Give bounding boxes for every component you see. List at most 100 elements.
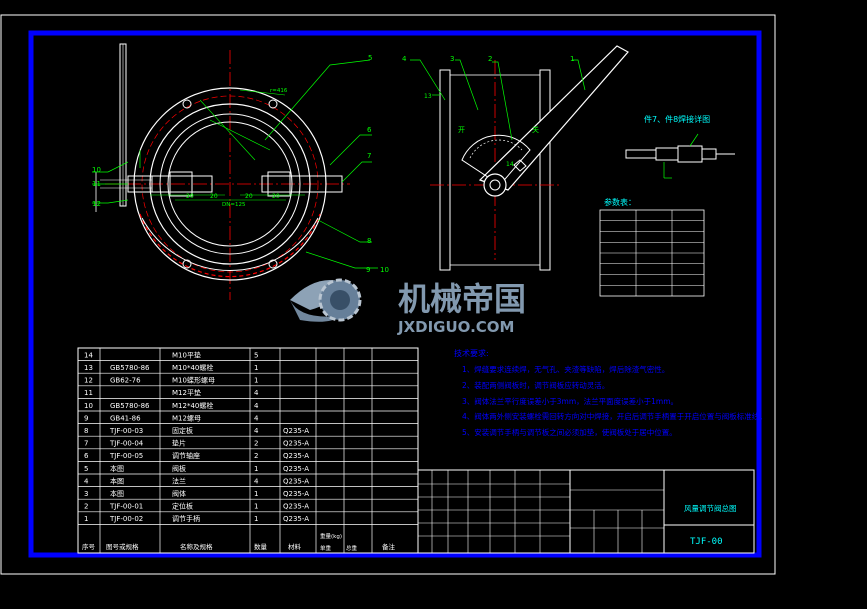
balloon-8: 8 (367, 237, 371, 245)
watermark-en: JXDIGUO.COM (397, 318, 514, 336)
balloon-3: 3 (450, 55, 454, 63)
notes-title: 技术要求: (454, 348, 489, 358)
bom-cell-qty: 1 (254, 377, 258, 385)
bom-cell-no: 10 (84, 402, 93, 410)
bom-cell-no: 7 (84, 440, 88, 448)
outer-frame (0, 14, 776, 575)
bom-header-qty: 数量 (254, 542, 268, 551)
bom-cell-no: 14 (84, 351, 93, 359)
bom-cell-code: GB41-86 (110, 414, 141, 422)
bom-cell-no: 9 (84, 414, 88, 422)
bom-cell-qty: 4 (254, 477, 259, 485)
bom-cell-code: TJF-00-05 (109, 452, 143, 460)
bom-cell-code: 本图 (110, 464, 124, 473)
bom-cell-no: 13 (84, 364, 93, 372)
title-block-grid (418, 470, 664, 553)
bom-cell-name: 阀体 (172, 489, 186, 498)
drawing-border (28, 30, 762, 558)
bom-cell-code: 本图 (110, 489, 124, 498)
bom-cell-code: GB5780-86 (110, 364, 150, 372)
bom-cell-qty: 2 (254, 452, 258, 460)
watermark-cn: 机械帝国 (398, 280, 526, 318)
dim-20-b: 20 (210, 193, 218, 200)
parameter-table: 参数表： (599, 197, 705, 297)
balloon-12: 12 (92, 200, 101, 208)
dim-10: 10 (380, 266, 389, 274)
balloon-7: 7 (367, 152, 371, 160)
bom-cell-code: TJF-00-02 (109, 515, 143, 523)
bom-cell-no: 4 (84, 477, 89, 485)
bom-cell-qty: 4 (254, 389, 259, 397)
bom-cell-name: 固定板 (172, 426, 193, 435)
detail-title: 件7、件8焊接详图 (644, 114, 710, 124)
technical-notes: 技术要求: 1、焊缝要求连续焊，无气孔、夹渣等缺陷，焊后除渣气密性。 2、装配两… (454, 348, 767, 437)
dim-20-d: 20 (272, 193, 280, 200)
note-5: 5、安装调节手柄与调节板之间必须加垫，使阀板处于居中位置。 (462, 427, 677, 437)
drawing-number: TJF-00 (690, 537, 723, 547)
bom-header-remark: 备注 (382, 542, 396, 551)
title-block: 风量调节阀总图 TJF-00 (417, 469, 755, 554)
bom-cell-code: GB5780-86 (110, 402, 150, 410)
bom-cell-mat: Q235-A (283, 452, 309, 460)
dim-radius: r=416 (270, 88, 288, 94)
bom-cell-name: 调节手柄 (172, 514, 200, 523)
bom-cell-qty: 1 (254, 465, 258, 473)
bom-header-code: 图号或规格 (106, 542, 139, 551)
bom-cell-name: M10*40螺栓 (172, 363, 213, 372)
label-open: 开 (458, 126, 465, 134)
weld-detail-view: 件7、件8焊接详图 (625, 114, 735, 179)
note-4: 4、阀体两外侧安装螺栓需回转方向对中焊接，开启后调节手柄置于开启位置与阀板标准线… (462, 411, 767, 421)
bom-cell-no: 2 (84, 503, 88, 511)
label-close: 关 (532, 125, 539, 134)
bom-header-total-weight: 总重 (346, 544, 358, 552)
note-2: 2、装配两侧阀板时，调节阀板应转动灵活。 (462, 380, 609, 390)
bom-header-unit-weight: 单重 (320, 544, 332, 552)
bom-cell-name: 阀板 (172, 464, 186, 473)
bom-cell-code: TJF-00-04 (109, 440, 144, 448)
bom-header-name: 名称及规格 (180, 542, 213, 551)
bom-cell-name: 垫片 (172, 439, 186, 448)
bom-cell-name: M10平垫 (172, 350, 201, 359)
bom-cell-name: 定位板 (172, 502, 193, 511)
side-view: 开 关 4 3 2 1 13 14 (402, 45, 629, 271)
bom-cell-mat: Q235-A (283, 503, 309, 511)
bom-cell-qty: 4 (254, 427, 259, 435)
bom-cell-code: TJF-00-01 (109, 503, 143, 511)
bom-cell-qty: 1 (254, 515, 258, 523)
bom-cell-mat: Q235-A (283, 465, 309, 473)
balloon-6: 6 (367, 126, 372, 134)
bom-cell-name: M12螺母 (172, 413, 201, 422)
bom-header-no: 序号 (82, 542, 96, 551)
bom-cell-qty: 1 (254, 490, 258, 498)
balloon-11: 11 (92, 180, 101, 188)
bom-cell-name: M10蝶形螺母 (172, 376, 215, 385)
note-3: 3、阀体法兰平行度误差小于3mm，法兰平面度误差小于1mm。 (462, 396, 678, 406)
bom-cell-mat: Q235-A (283, 440, 309, 448)
bom-cell-mat: Q235-A (283, 427, 309, 435)
bom-cell-no: 5 (84, 465, 88, 473)
bom-cell-qty: 4 (254, 414, 259, 422)
balloon-13: 13 (424, 93, 432, 100)
balloon-14: 14 (506, 161, 514, 168)
bom-cell-no: 6 (84, 452, 89, 460)
bom-grid (78, 348, 418, 553)
bom-cell-qty: 1 (254, 364, 258, 372)
bom-cell-no: 1 (84, 515, 88, 523)
bom-cell-no: 11 (84, 389, 93, 397)
balloon-10: 10 (92, 166, 101, 174)
bom-header: 序号 图号或规格 名称及规格 数量 材料 重量(kg) 单重 总重 备注 (82, 532, 396, 552)
watermark: 机械帝国 JXDIGUO.COM (290, 278, 526, 336)
front-view: 20 20 20 20 DN=125 r=416 10 5 6 7 8 9 10… (92, 43, 389, 300)
param-table-grid (600, 210, 704, 296)
balloon-1: 1 (570, 55, 574, 63)
balloon-2: 2 (488, 55, 492, 63)
dim-20-a: 20 (186, 193, 194, 200)
bom-cell-mat: Q235-A (283, 490, 309, 498)
dim-dn: DN=125 (222, 202, 246, 208)
bom-cell-qty: 4 (254, 402, 259, 410)
balloon-9: 9 (366, 266, 370, 274)
bom-cell-name: M12*40螺栓 (172, 401, 213, 410)
